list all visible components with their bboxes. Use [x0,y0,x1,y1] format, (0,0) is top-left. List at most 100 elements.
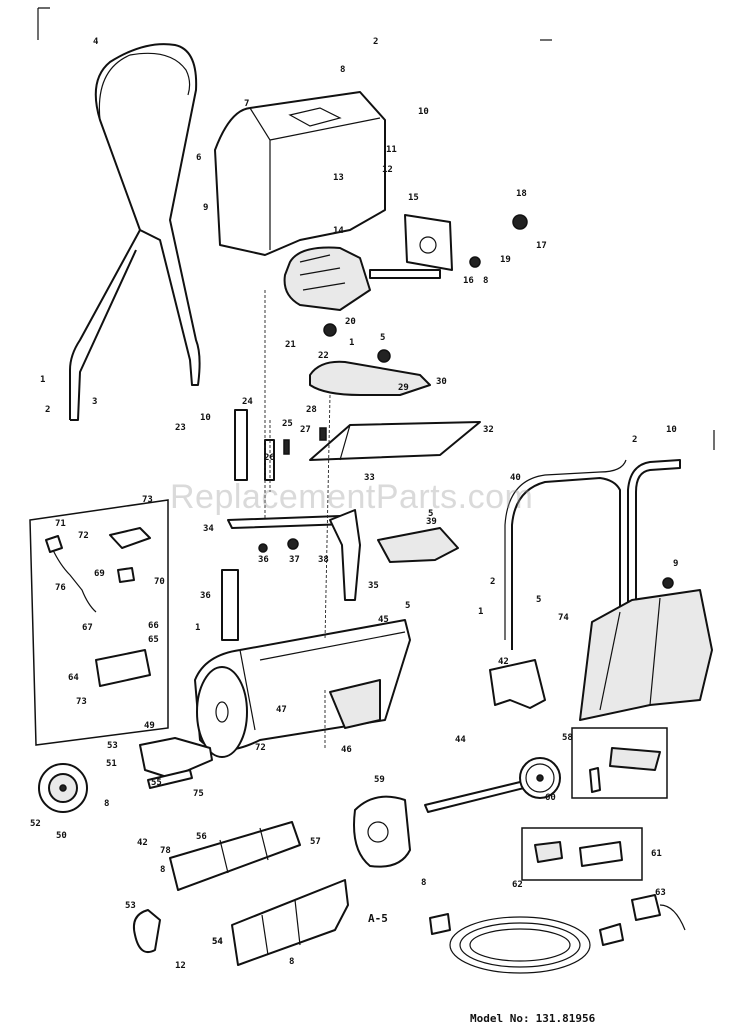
callout-63: 63 [655,888,666,898]
leader-lines [264,290,331,748]
callout-9: 9 [673,559,678,569]
lower-linkage[interactable] [221,509,361,641]
callout-18: 18 [516,189,527,199]
electrical-kit [29,499,169,746]
callout-2: 2 [373,37,378,47]
callout-44: 44 [455,735,466,745]
callout-2: 2 [45,405,50,415]
bearing-bracket[interactable] [489,659,546,709]
callout-42: 42 [137,838,148,848]
callout-52: 52 [30,819,41,829]
callout-72: 72 [78,531,89,541]
callout-62: 62 [512,880,523,890]
hardware-kit-61 [521,827,643,881]
callout-1: 1 [195,623,200,633]
callout-8: 8 [421,878,426,888]
callout-12: 12 [175,961,186,971]
callout-16: 16 [463,276,474,286]
motor-bracket[interactable] [404,214,453,271]
mounting-bracket-53[interactable] [132,909,161,954]
callout-9: 9 [203,203,208,213]
callout-32: 32 [483,425,494,435]
skid-plate[interactable] [231,879,349,966]
callout-70: 70 [154,577,165,587]
callout-59: 59 [374,775,385,785]
callout-17: 17 [536,241,547,251]
callout-27: 27 [300,425,311,435]
callout-33: 33 [364,473,375,483]
callout-73: 73 [76,697,87,707]
callout-47: 47 [276,705,287,715]
linkage-arm[interactable] [234,409,327,481]
callout-60: 60 [545,793,556,803]
handle-lower[interactable] [504,459,681,650]
callout-46: 46 [341,745,352,755]
callout-53: 53 [107,741,118,751]
callout-65: 65 [148,635,159,645]
callout-61: 61 [651,849,662,859]
callout-8: 8 [289,957,294,967]
callout-53: 53 [125,901,136,911]
callout-8: 8 [160,865,165,875]
callout-72: 72 [255,743,266,753]
collection-bag[interactable] [579,589,713,721]
callout-8: 8 [483,276,488,286]
callout-34: 34 [203,524,214,534]
callout-5: 5 [536,595,541,605]
lower-plate[interactable] [309,421,481,461]
motor[interactable] [283,214,528,311]
callout-5: 5 [380,333,385,343]
callout-78: 78 [160,846,171,856]
callout-36: 36 [200,591,211,601]
callout-28: 28 [306,405,317,415]
callout-64: 64 [68,673,79,683]
callout-1: 1 [478,607,483,617]
callout-8: 8 [340,65,345,75]
callout-25: 25 [282,419,293,429]
callout-54: 54 [212,937,223,947]
callout-1: 1 [40,375,45,385]
extension-cord[interactable] [429,913,624,974]
drive-plate[interactable] [309,323,431,396]
upper-housing[interactable] [214,91,386,256]
axle-bracket[interactable] [139,737,213,789]
callout-51: 51 [106,759,117,769]
wheel[interactable] [38,763,88,813]
callout-24: 24 [242,397,253,407]
deflector[interactable] [377,527,459,563]
callout-5: 5 [405,601,410,611]
hardware-kit-58 [571,727,668,799]
callout-30: 30 [436,377,447,387]
side-cover[interactable] [353,795,411,868]
callout-10: 10 [200,413,211,423]
callout-42: 42 [498,657,509,667]
callout-58: 58 [562,733,573,743]
sprocket-shaft[interactable] [424,757,561,813]
callout-2: 2 [490,577,495,587]
plug[interactable] [631,894,686,931]
callout-37: 37 [289,555,300,565]
callout-3: 3 [92,397,97,407]
callout-35: 35 [368,581,379,591]
callout-6: 6 [196,153,201,163]
callout-55: 55 [151,778,162,788]
model-number: 131.81956 [535,1012,596,1025]
callout-36: 36 [258,555,269,565]
callout-1: 1 [349,338,354,348]
callout-23: 23 [175,423,186,433]
main-housing[interactable] [194,619,411,758]
callout-45: 45 [378,615,389,625]
callout-19: 19 [500,255,511,265]
callout-76: 76 [55,583,66,593]
scraper-blade[interactable] [169,821,301,891]
callout-15: 15 [408,193,419,203]
callout-4: 4 [93,37,99,47]
callout-69: 69 [94,569,105,579]
callout-54: 54 [212,937,223,947]
handle-upper[interactable] [69,43,201,421]
callout-14: 14 [333,226,344,236]
callout-57: 57 [310,837,321,847]
callout-66: 66 [148,621,159,631]
callout-75: 75 [193,789,204,799]
